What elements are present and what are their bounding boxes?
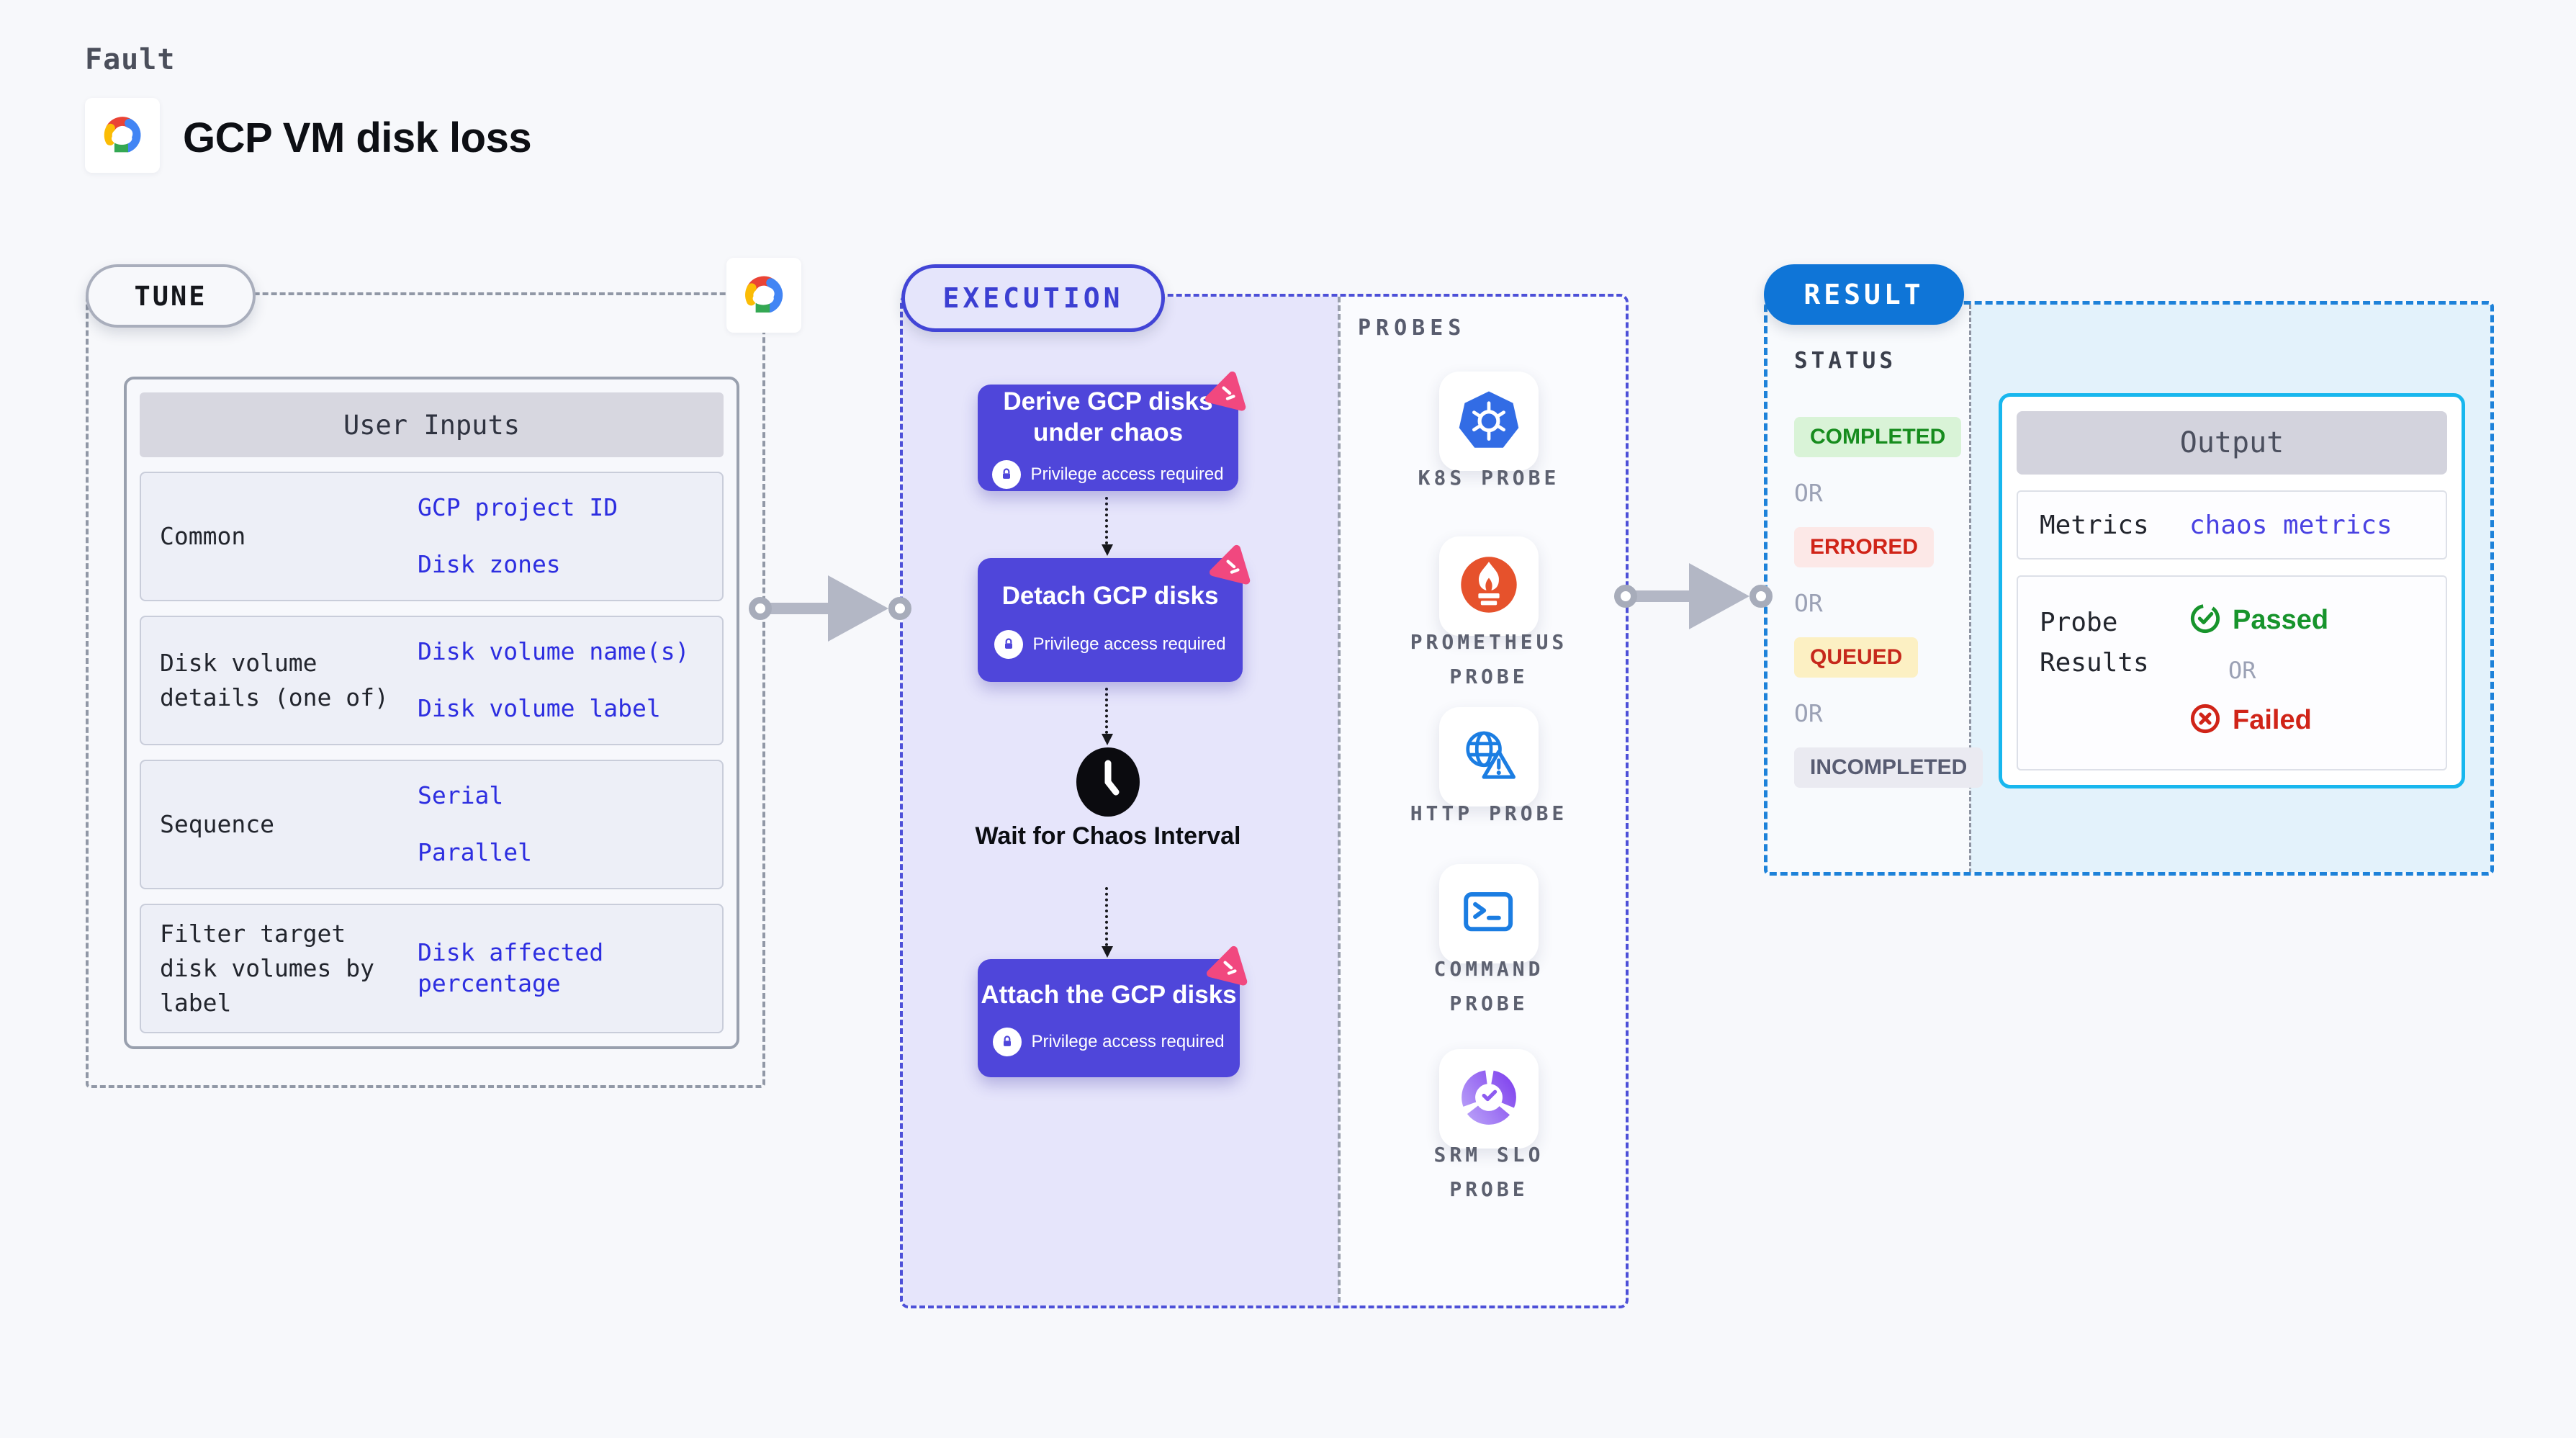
or-label: OR bbox=[1794, 699, 1823, 727]
flow-dotted-arrow bbox=[1102, 887, 1113, 958]
probes-title: PROBES bbox=[1358, 315, 1467, 341]
status-badge-errored: ERRORED bbox=[1794, 527, 1935, 567]
status-badge-completed: COMPLETED bbox=[1794, 417, 1962, 457]
probe-label-http: HTTP PROBE bbox=[1410, 801, 1568, 825]
flow-dotted-arrow bbox=[1102, 688, 1113, 745]
srm-slo-probe-tile bbox=[1439, 1049, 1539, 1149]
user-input-link[interactable]: GCP project ID bbox=[418, 493, 618, 522]
or-label: OR bbox=[1794, 589, 1823, 617]
step-attach-disks-node: Attach the GCP disks Privilege access re… bbox=[978, 945, 1248, 1077]
step-title: Attach the GCP disks bbox=[981, 980, 1237, 1009]
lock-icon bbox=[994, 630, 1024, 660]
user-inputs-title: User Inputs bbox=[140, 392, 724, 457]
status-badge-queued: QUEUED bbox=[1794, 637, 1919, 678]
or-label: OR bbox=[1794, 479, 1823, 507]
user-inputs-card: User Inputs Common GCP project ID Disk z… bbox=[124, 377, 739, 1049]
failed-label: Failed bbox=[2233, 705, 2312, 735]
lock-icon bbox=[992, 459, 1022, 489]
flow-arrow-line bbox=[766, 603, 835, 614]
probe-results-label: Probe Results bbox=[2040, 608, 2149, 678]
status-title: STATUS bbox=[1794, 348, 1896, 374]
privilege-note-text: Privilege access required bbox=[1031, 1032, 1225, 1052]
user-input-link[interactable]: Parallel bbox=[418, 838, 532, 866]
step-detach-disks-node: Detach GCP disks Privilege access requir… bbox=[978, 544, 1251, 682]
chaos-icon bbox=[1205, 369, 1251, 415]
result-divider bbox=[1969, 305, 1971, 872]
kubernetes-icon bbox=[1458, 389, 1520, 454]
chaos-icon bbox=[1210, 542, 1256, 588]
slo-donut-check-icon bbox=[1458, 1066, 1520, 1132]
privilege-note: Privilege access required bbox=[992, 459, 1224, 489]
tune-section-box bbox=[86, 292, 765, 1088]
connector-dot bbox=[749, 597, 772, 620]
tune-section-pill: TUNE bbox=[86, 264, 256, 328]
http-probe-tile bbox=[1439, 707, 1539, 806]
user-input-label: Disk volume details (one of) bbox=[160, 649, 389, 711]
probe-label-k8s: K8S PROBE bbox=[1418, 466, 1560, 490]
status-column: STATUS COMPLETED OR ERRORED OR QUEUED OR… bbox=[1794, 348, 1983, 809]
passed-label: Passed bbox=[2233, 605, 2329, 635]
result-section-pill: RESULT bbox=[1764, 264, 1964, 325]
flow-arrow-line bbox=[1631, 590, 1698, 602]
probe-label-command: COMMAND PROBE bbox=[1433, 957, 1544, 1015]
flow-dotted-arrow bbox=[1102, 497, 1113, 556]
probe-results-row: Probe Results Passed OR bbox=[2017, 575, 2447, 770]
command-probe-tile bbox=[1439, 864, 1539, 963]
clock-icon bbox=[1072, 746, 1144, 822]
output-card: Output Metrics chaos metrics Probe Resul… bbox=[1999, 393, 2465, 788]
output-title: Output bbox=[2017, 411, 2447, 475]
user-input-link[interactable]: Disk zones bbox=[418, 550, 561, 578]
privilege-note: Privilege access required bbox=[993, 1028, 1225, 1057]
page-title: GCP VM disk loss bbox=[183, 114, 532, 161]
terminal-icon bbox=[1458, 881, 1520, 947]
chaos-metrics-link[interactable]: chaos metrics bbox=[2189, 510, 2392, 540]
prometheus-icon bbox=[1458, 554, 1520, 619]
user-input-row-disk-volume: Disk volume details (one of) Disk volume… bbox=[140, 616, 724, 745]
user-input-row-sequence: Sequence Serial Parallel bbox=[140, 760, 724, 889]
user-input-link[interactable]: Disk affected percentage bbox=[418, 938, 604, 997]
gcp-logo-tile bbox=[85, 98, 160, 173]
step-derive-disks-node: Derive GCP disks under chaos Privilege a… bbox=[978, 371, 1246, 491]
privilege-note: Privilege access required bbox=[994, 630, 1226, 660]
flow-arrow-head bbox=[1689, 563, 1749, 629]
user-input-label: Common bbox=[160, 522, 246, 551]
execution-probes-divider bbox=[1338, 297, 1341, 1306]
user-input-row-common: Common GCP project ID Disk zones bbox=[140, 472, 724, 601]
user-input-link[interactable]: Disk volume name(s) bbox=[418, 637, 690, 666]
metrics-row: Metrics chaos metrics bbox=[2017, 490, 2447, 560]
metrics-label: Metrics bbox=[2040, 510, 2149, 540]
user-input-row-filter: Filter target disk volumes by label Disk… bbox=[140, 904, 724, 1033]
gcp-cloud-icon bbox=[95, 111, 150, 161]
privilege-note-text: Privilege access required bbox=[1032, 634, 1226, 655]
probe-label-prometheus: PROMETHEUS PROBE bbox=[1410, 630, 1568, 688]
probe-result-passed: Passed bbox=[2189, 603, 2328, 638]
probe-result-failed: Failed bbox=[2189, 703, 2312, 738]
probe-label-srm-slo: SRM SLO PROBE bbox=[1433, 1143, 1544, 1201]
user-input-label: Filter target disk volumes by label bbox=[160, 920, 375, 1017]
fault-kind-label: Fault bbox=[85, 43, 176, 76]
gcp-corner-tile bbox=[726, 258, 801, 333]
globe-warning-icon bbox=[1458, 724, 1520, 790]
x-circle-icon bbox=[2189, 703, 2221, 738]
privilege-note-text: Privilege access required bbox=[1030, 464, 1224, 484]
user-input-link[interactable]: Serial bbox=[418, 781, 504, 810]
check-circle-icon bbox=[2189, 603, 2221, 638]
or-label: OR bbox=[2228, 657, 2256, 684]
prometheus-probe-tile bbox=[1439, 536, 1539, 636]
execution-section-pill: EXECUTION bbox=[901, 264, 1165, 332]
user-input-link[interactable]: Disk volume label bbox=[418, 694, 661, 722]
k8s-probe-tile bbox=[1439, 372, 1539, 471]
connector-dot bbox=[888, 597, 911, 620]
connector-dot bbox=[1614, 585, 1637, 608]
step-title: Derive GCP disks under chaos bbox=[1003, 387, 1213, 446]
gcp-cloud-icon bbox=[736, 270, 792, 321]
step-title: Detach GCP disks bbox=[1001, 581, 1219, 610]
lock-icon bbox=[993, 1028, 1022, 1057]
wait-step-label: Wait for Chaos Interval bbox=[975, 822, 1241, 850]
status-badge-incompleted: INCOMPLETED bbox=[1794, 747, 1983, 788]
user-input-label: Sequence bbox=[160, 810, 274, 839]
connector-dot bbox=[1749, 585, 1773, 608]
chaos-icon bbox=[1207, 943, 1253, 989]
flow-arrow-head bbox=[828, 575, 888, 642]
